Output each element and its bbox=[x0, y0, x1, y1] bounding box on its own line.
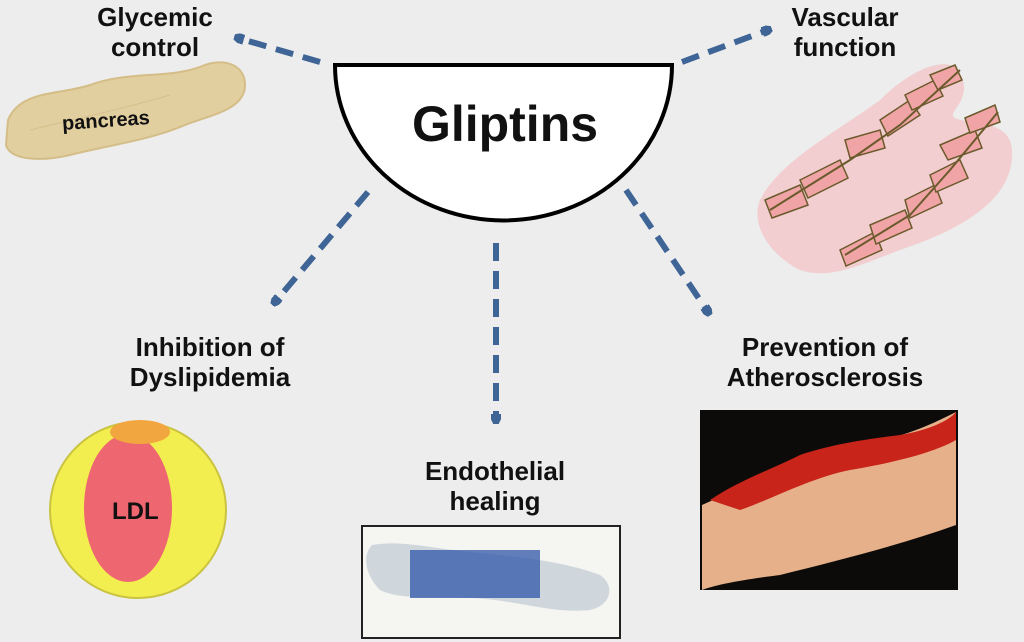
endothelial-healing-label: Endothelial healing bbox=[424, 456, 566, 516]
arrow-to-vascular bbox=[680, 30, 768, 65]
atherosclerosis-image bbox=[700, 410, 958, 590]
endothelial-image bbox=[361, 525, 621, 639]
vascular-image bbox=[757, 64, 1013, 274]
center-title: Gliptins bbox=[411, 96, 599, 152]
arrow-to-dyslipidemia bbox=[275, 190, 371, 302]
pancreas-image bbox=[4, 61, 247, 160]
arrow-to-glycemic bbox=[238, 38, 321, 65]
ldl-label: LDL bbox=[112, 498, 159, 525]
dyslipidemia-label: Inhibition of Dyslipidemia bbox=[129, 332, 291, 392]
gliptins-bowl bbox=[332, 63, 675, 223]
ldl-particle-image bbox=[49, 420, 227, 599]
arrow-to-atherosclerosis bbox=[623, 188, 708, 312]
atherosclerosis-label: Prevention of Atherosclerosis bbox=[726, 332, 924, 392]
vascular-function-label: Vascular function bbox=[791, 2, 899, 62]
glycemic-control-label: Glycemic control bbox=[97, 2, 213, 62]
